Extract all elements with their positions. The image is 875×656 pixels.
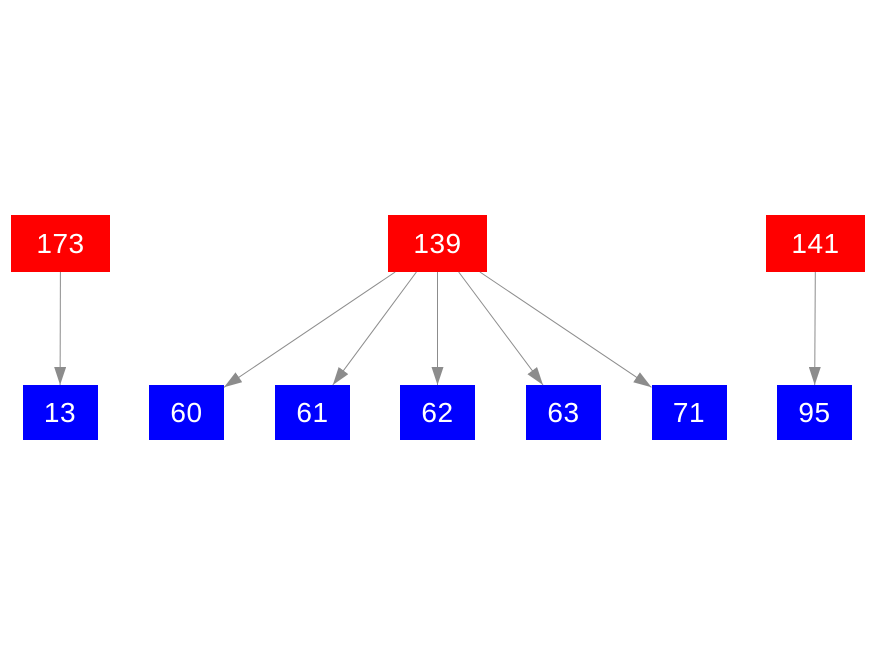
edge-141-95 bbox=[808, 271, 821, 386]
node-62: 62 bbox=[400, 385, 475, 440]
node-139: 139 bbox=[388, 215, 487, 272]
edge-139-60 bbox=[223, 271, 396, 388]
node-label: 13 bbox=[43, 396, 77, 428]
node-label: 95 bbox=[798, 396, 831, 428]
node-label: 60 bbox=[170, 396, 203, 428]
node-61: 61 bbox=[275, 385, 350, 440]
edge-139-71 bbox=[479, 271, 652, 388]
node-label: 139 bbox=[413, 227, 462, 259]
node-141: 141 bbox=[766, 215, 865, 272]
edge-139-63 bbox=[458, 271, 544, 386]
node-95: 95 bbox=[777, 385, 852, 440]
node-label: 71 bbox=[672, 396, 706, 428]
node-label: 141 bbox=[791, 227, 840, 259]
node-60: 60 bbox=[149, 385, 224, 440]
edge-139-61 bbox=[332, 271, 417, 386]
node-173: 173 bbox=[11, 215, 110, 272]
node-13: 13 bbox=[22, 385, 98, 440]
node-63: 63 bbox=[526, 385, 601, 440]
node-label: 63 bbox=[547, 396, 580, 428]
node-71: 71 bbox=[651, 385, 727, 440]
node-label: 173 bbox=[36, 227, 85, 259]
node-label: 61 bbox=[296, 396, 329, 428]
node-label: 62 bbox=[421, 396, 454, 428]
